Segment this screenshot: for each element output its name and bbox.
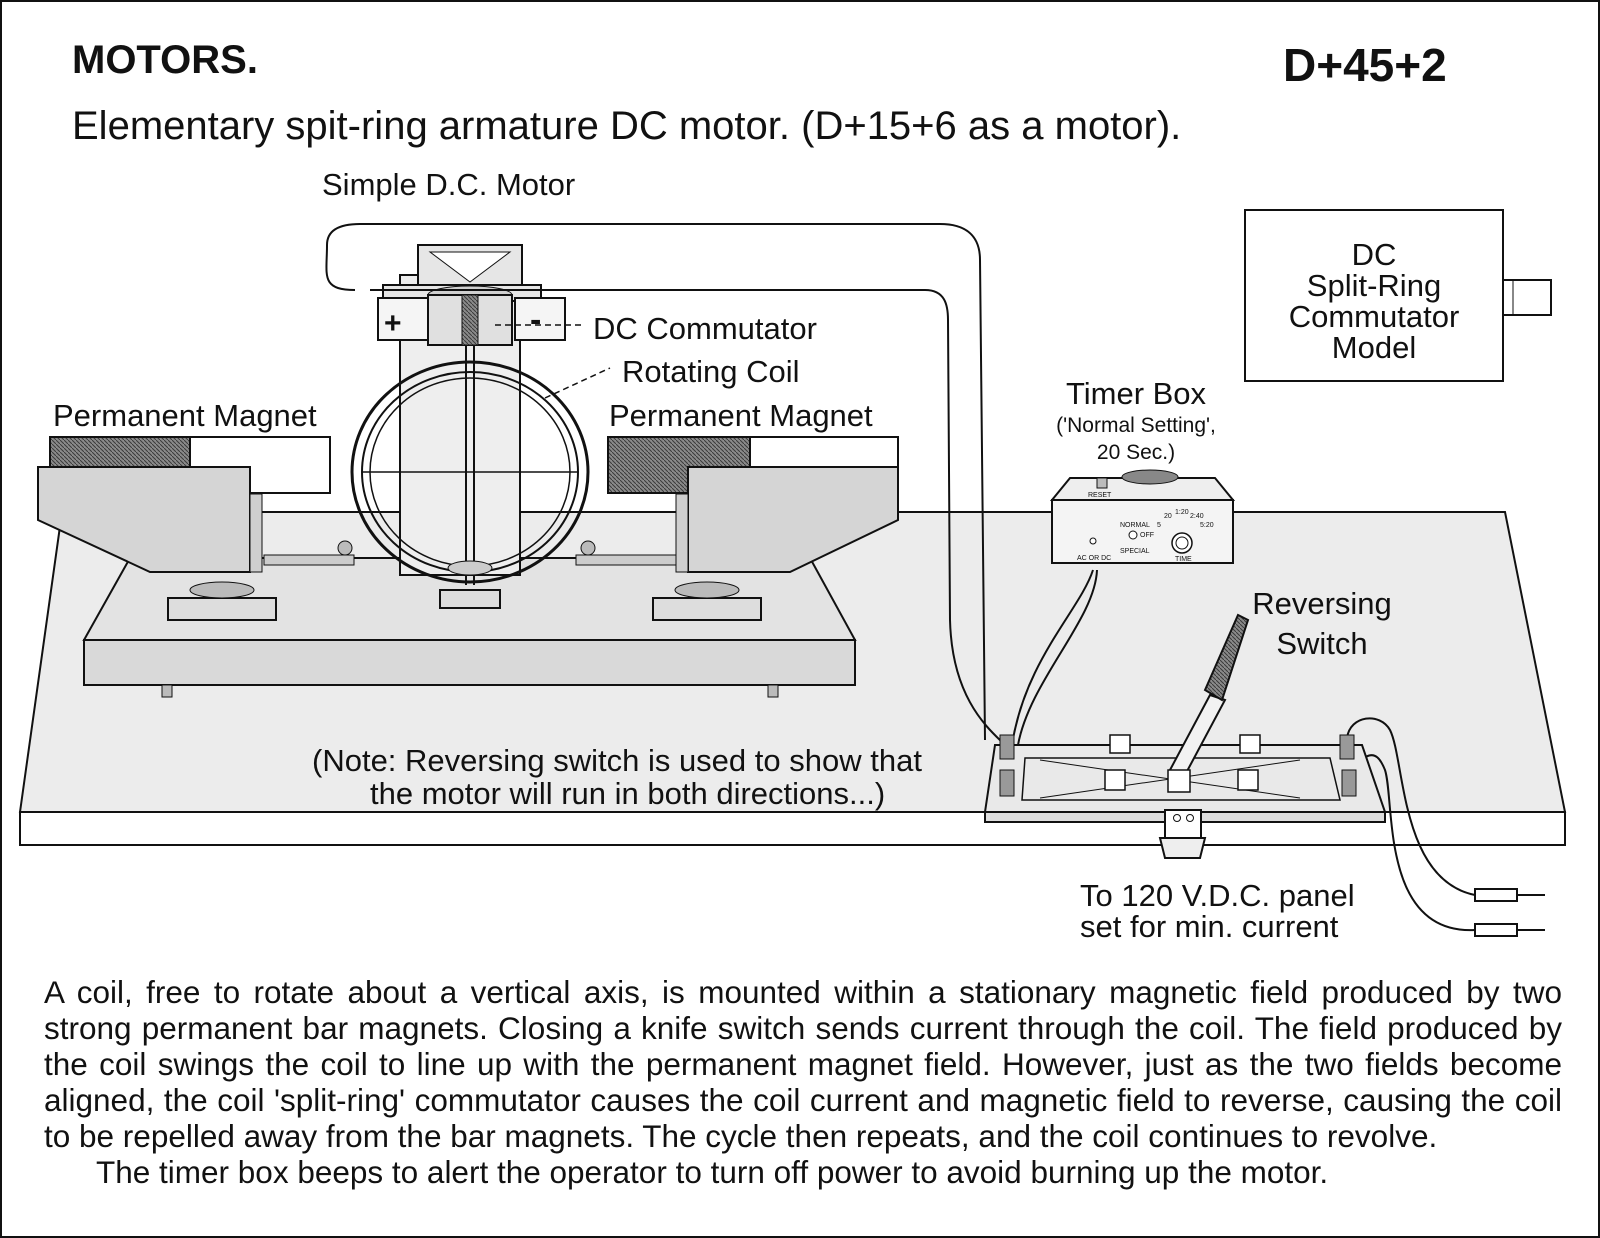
- timer-dial-mark-1: 5: [1157, 522, 1161, 529]
- model-line-2: Split-Ring: [1306, 268, 1442, 303]
- timer-box: RESET NORMAL OFF SPECIAL AC OR DC TIME 5…: [1049, 469, 1236, 564]
- timer-dial-mark-3: 1:20: [1175, 509, 1189, 516]
- timer-off-label: OFF: [1140, 532, 1154, 539]
- timer-special-label: SPECIAL: [1120, 548, 1150, 555]
- description-text: A coil, free to rotate about a vertical …: [44, 974, 1562, 1190]
- timer-dial-mark-4: 2:40: [1190, 513, 1204, 520]
- timer-acdc-label: AC OR DC: [1077, 555, 1111, 562]
- reversing-switch-line-2: Switch: [1276, 626, 1368, 661]
- page-title: MOTORS.: [72, 38, 258, 82]
- model-line-4: Model: [1331, 330, 1417, 365]
- simple-motor-label: Simple D.C. Motor: [322, 167, 576, 202]
- note-line-1: (Note: Reversing switch is used to show …: [312, 743, 922, 778]
- timer-setting-line-2: 20 Sec.): [1096, 441, 1176, 464]
- timer-reset-label: RESET: [1088, 492, 1112, 499]
- plus-terminal-label: +: [384, 307, 402, 340]
- right-magnet-label: Permanent Magnet: [609, 398, 873, 433]
- reversing-switch-label: Reversing Switch: [1230, 584, 1414, 664]
- timer-time-label: TIME: [1175, 556, 1192, 563]
- left-magnet-label: Permanent Magnet: [53, 398, 317, 433]
- page-subtitle: Elementary spit-ring armature DC motor. …: [72, 104, 1182, 148]
- supply-line-2: set for min. current: [1080, 909, 1339, 944]
- model-box-label: DC Split-Ring Commutator Model: [1245, 239, 1503, 363]
- description-paragraph: A coil, free to rotate about a vertical …: [44, 974, 1562, 1154]
- rotating-coil: [350, 345, 611, 609]
- minus-terminal-label: -: [530, 301, 541, 339]
- left-permanent-magnet: [37, 436, 355, 621]
- note-line-2: the motor will run in both directions...…: [370, 776, 886, 811]
- demo-code: D+45+2: [1283, 39, 1447, 91]
- reversing-switch: [983, 613, 1387, 859]
- right-permanent-magnet: [575, 436, 899, 621]
- split-ring-model-box: [1244, 209, 1552, 382]
- note-text: (Note: Reversing switch is used to show …: [312, 744, 922, 810]
- model-line-1: DC: [1351, 237, 1397, 272]
- timer-dial-mark-5: 5:20: [1200, 522, 1214, 529]
- supply-label: To 120 V.D.C. panel set for min. current: [1080, 880, 1355, 942]
- timer-dial-mark-2: 20: [1164, 513, 1172, 520]
- description-last-line: The timer box beeps to alert the operato…: [96, 1154, 1329, 1190]
- reversing-switch-line-1: Reversing: [1252, 586, 1392, 621]
- rotating-coil-label: Rotating Coil: [622, 354, 800, 389]
- banana-plugs: [1474, 888, 1545, 937]
- supply-line-1: To 120 V.D.C. panel: [1080, 878, 1355, 913]
- timer-box-label: Timer Box: [1065, 376, 1207, 411]
- model-line-3: Commutator: [1288, 299, 1460, 334]
- motor-base: [82, 557, 857, 698]
- timer-setting-line-1: ('Normal Setting',: [1056, 414, 1216, 437]
- commutator-label: DC Commutator: [593, 311, 817, 346]
- timer-normal-label: NORMAL: [1120, 522, 1150, 529]
- timer-setting-label: ('Normal Setting', 20 Sec.): [1020, 412, 1252, 466]
